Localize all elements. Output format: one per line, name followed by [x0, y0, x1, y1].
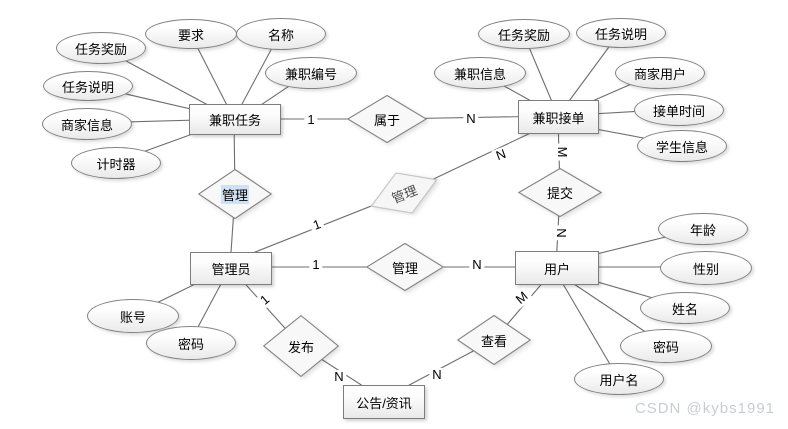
cardinality-submit-user: N — [554, 225, 569, 241]
attribute-task-name: 名称 — [236, 18, 326, 50]
diamond-shape — [518, 168, 602, 217]
entity-news: 公告/资讯 — [343, 385, 425, 419]
diamond-shape — [362, 159, 445, 227]
attribute-order-reward: 任务奖励 — [478, 19, 570, 49]
entity-task: 兼职任务 — [189, 104, 281, 135]
entity-admin: 管理员 — [190, 252, 272, 285]
diamond-shape — [263, 315, 339, 377]
relationship-belongs-to-label: 属于 — [373, 112, 400, 128]
attribute-task-jobno: 兼职编号 — [265, 57, 357, 89]
csdn-watermark: CSDN @kybs1991 — [634, 400, 775, 417]
relationship-submit-label: 提交 — [546, 186, 573, 201]
cardinality-admin-manage3: 1 — [309, 258, 323, 272]
relationship-manage-user: 管理 — [366, 243, 444, 291]
attribute-order-merchant: 商家用户 — [615, 57, 705, 89]
relationship-publish: 发布 — [263, 315, 339, 377]
attribute-task-require: 要求 — [145, 19, 237, 49]
attribute-order-jobinfo: 兼职信息 — [434, 57, 526, 89]
relationship-manage-task: 管理 — [198, 169, 272, 219]
attribute-user-username: 用户名 — [574, 363, 664, 395]
attribute-order-student: 学生信息 — [637, 130, 727, 162]
cardinality-task-belongs: 1 — [304, 113, 318, 127]
relationship-belongs-to: 属于 — [347, 95, 427, 143]
attribute-admin-password: 密码 — [146, 326, 236, 360]
cardinality-publish-news: N — [331, 370, 347, 384]
attribute-admin-account: 账号 — [87, 299, 179, 333]
cardinality-view-news: N — [429, 368, 445, 382]
attribute-user-name: 姓名 — [640, 292, 730, 324]
attribute-task-reward: 任务奖励 — [56, 32, 146, 64]
diamond-shape — [347, 95, 427, 143]
entity-order: 兼职接单 — [518, 100, 599, 134]
relationship-submit: 提交 — [518, 168, 602, 217]
relationship-view-label: 查看 — [480, 333, 507, 349]
attribute-user-age: 年龄 — [658, 213, 748, 245]
cardinality-belongs-order: N — [463, 112, 479, 126]
attribute-task-desc: 任务说明 — [43, 71, 133, 101]
cardinality-order-submit: M — [555, 143, 570, 161]
relationship-manage-task-label: 管理 — [220, 184, 249, 204]
attribute-user-gender: 性别 — [660, 251, 752, 285]
relationship-manage-order: 管理 — [362, 159, 445, 227]
diamond-shape — [366, 243, 444, 291]
diamond-shape — [457, 315, 531, 365]
attribute-order-desc: 任务说明 — [576, 18, 666, 48]
entity-user: 用户 — [515, 251, 599, 285]
cardinality-manage3-user: N — [469, 258, 485, 272]
attribute-user-password: 密码 — [620, 329, 712, 363]
relationship-manage-user-label: 管理 — [391, 260, 418, 276]
relationship-view: 查看 — [457, 315, 531, 365]
attribute-task-timer: 计时器 — [71, 147, 161, 179]
attribute-order-time: 接单时间 — [634, 94, 724, 126]
attribute-task-merchant: 商家信息 — [42, 108, 132, 140]
relationship-publish-label: 发布 — [287, 339, 314, 355]
